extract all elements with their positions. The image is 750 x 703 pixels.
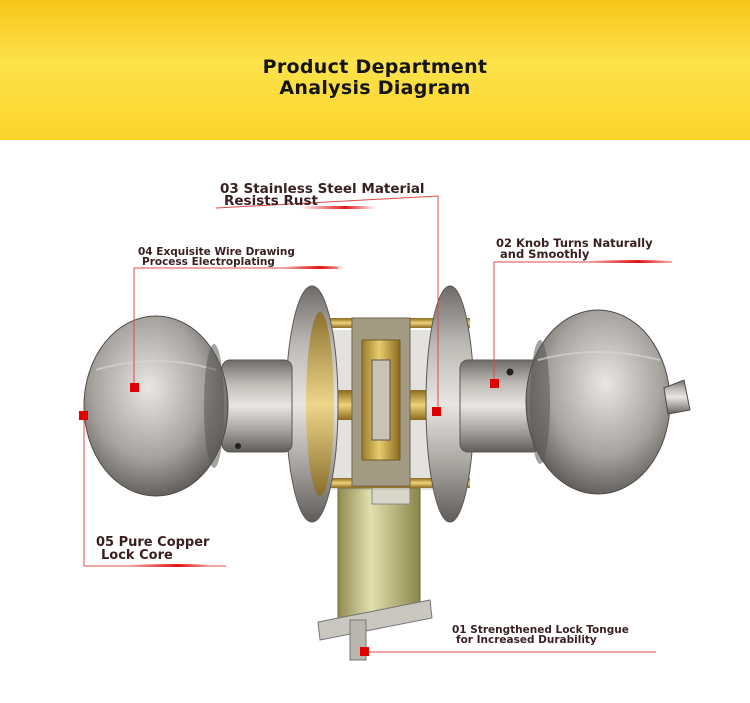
callout-04-line2: Process Electroplating [142,256,275,268]
marker-01 [360,647,369,656]
left-knob-neck [221,359,293,453]
callout-01-line2: for Increased Durability [456,634,597,646]
callout-03-line1: 03 Stainless Steel Material [220,181,425,197]
turn-button [663,379,691,415]
accent-04 [284,266,344,269]
accent-05 [130,564,210,567]
marker-05 [79,411,88,420]
callout-04-line1: 04 Exquisite Wire Drawing [138,246,295,258]
callout-02-line1: 02 Knob Turns Naturally [496,236,653,250]
callout-05-line1: 05 Pure Copper [96,535,210,550]
header-banner: Product Department Analysis Diagram [0,0,750,140]
latch-assembly [317,479,433,661]
callout-03-line2: Resists Rust [224,193,318,209]
marker-04 [130,383,139,392]
right-keyhole [506,368,514,376]
page-title-line2: Analysis Diagram [279,77,471,99]
accent-03 [300,206,376,209]
right-knob [525,309,671,495]
left-keyhole [235,443,241,449]
marker-02 [490,379,499,388]
callout-02-line2: and Smoothly [500,247,590,261]
page-title-line1: Product Department [262,56,488,78]
callout-01-line1: 01 Strengthened Lock Tongue [452,624,629,636]
marker-03 [432,407,441,416]
accent-02 [590,260,670,263]
callout-05-line2: Lock Core [101,548,173,563]
left-knob [83,315,229,497]
left-rose [285,285,339,523]
